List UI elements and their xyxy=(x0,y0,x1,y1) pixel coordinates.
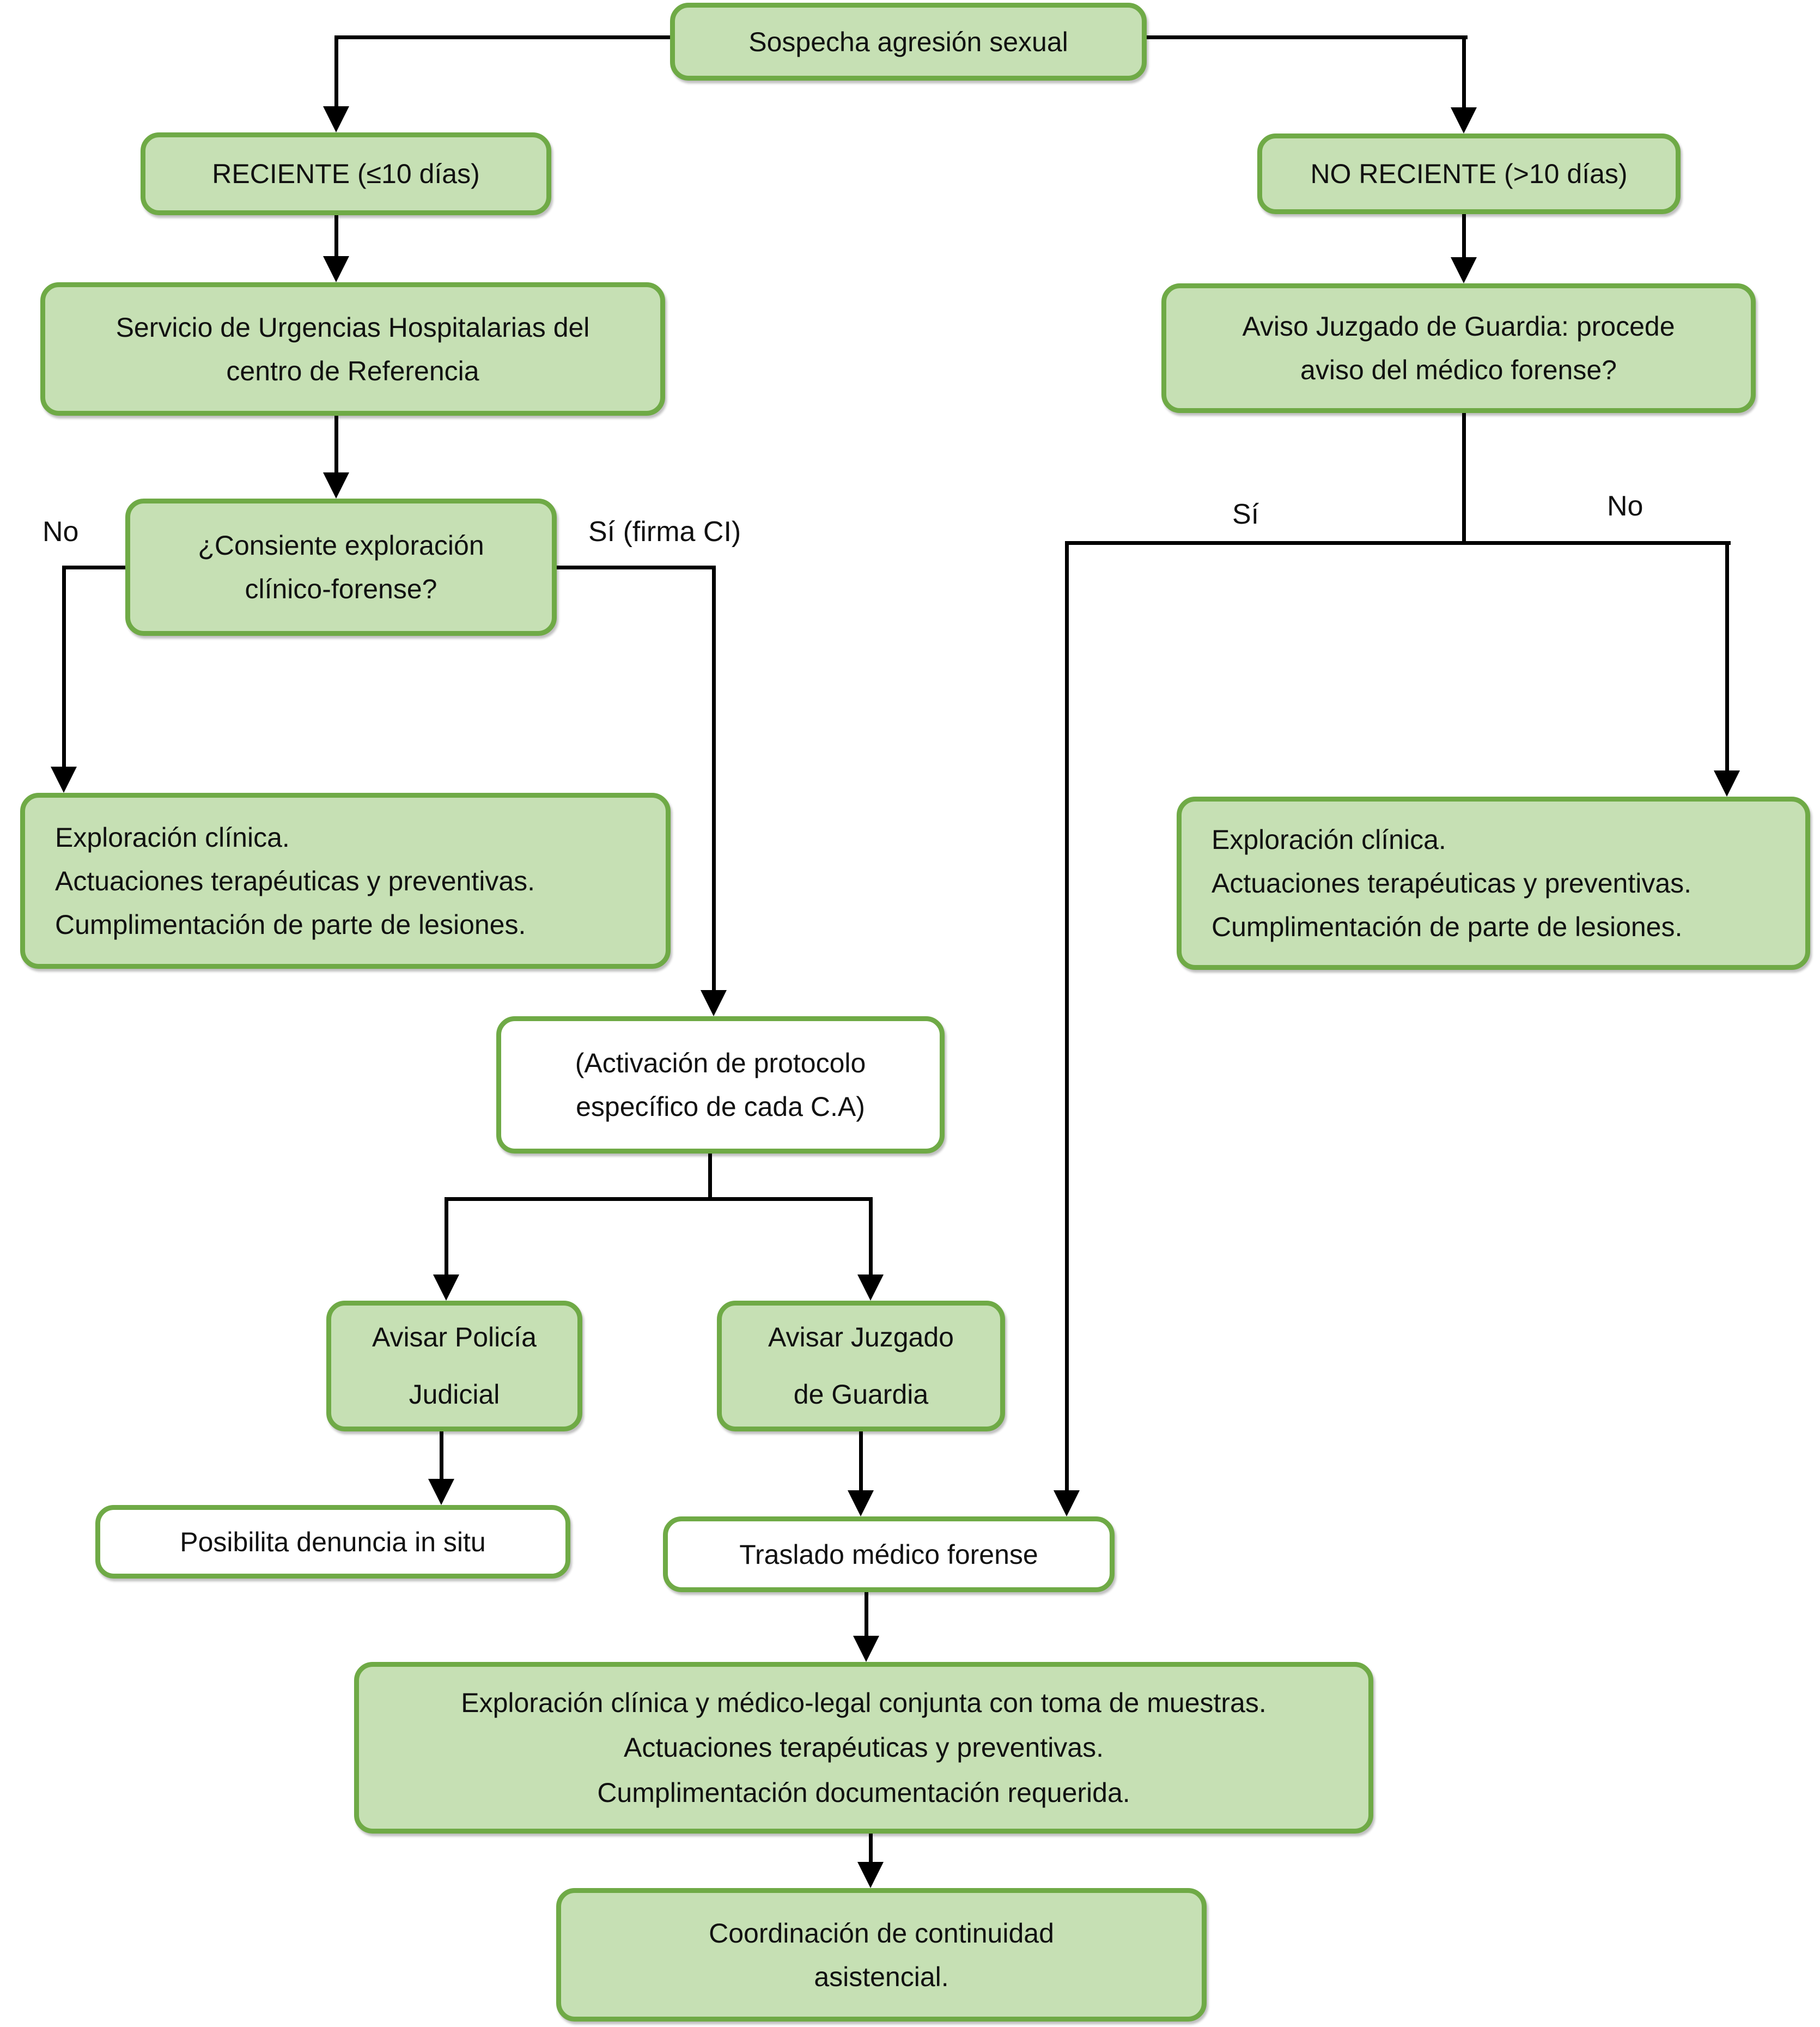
edge-label-forense-no: No xyxy=(1607,490,1644,522)
node-posibilita-denuncia: Posibilita denuncia in situ xyxy=(95,1505,570,1579)
connector-line xyxy=(869,1834,873,1866)
arrow-down-icon xyxy=(857,1862,884,1888)
connector-line xyxy=(1146,35,1468,39)
arrow-down-icon xyxy=(1054,1490,1080,1516)
connector-line xyxy=(334,35,338,112)
node-exploracion-clinica-derecha: Exploración clínica. Actuaciones terapéu… xyxy=(1177,797,1810,970)
connector-line xyxy=(1065,541,1731,545)
arrow-down-icon xyxy=(428,1479,454,1505)
connector-line xyxy=(708,1154,712,1201)
arrow-down-icon xyxy=(433,1275,459,1301)
connector-line xyxy=(1065,541,1069,1495)
arrow-down-icon xyxy=(323,472,349,499)
connector-line xyxy=(336,35,672,39)
connector-line xyxy=(869,1197,873,1279)
connector-line xyxy=(440,1431,443,1483)
connector-line xyxy=(445,1197,448,1279)
edge-label-consent-yes: Sí (firma CI) xyxy=(588,516,741,548)
connector-line xyxy=(64,566,126,569)
edge-label-consent-no: No xyxy=(42,516,79,548)
connector-line xyxy=(557,566,715,569)
node-reciente: RECIENTE (≤10 días) xyxy=(141,132,551,215)
node-exploracion-conjunta: Exploración clínica y médico-legal conju… xyxy=(354,1662,1373,1834)
node-activacion-protocolo: (Activación de protocolo específico de c… xyxy=(496,1016,945,1154)
connector-line xyxy=(334,215,338,262)
node-servicio-urgencias: Servicio de Urgencias Hospitalarias del … xyxy=(40,282,665,416)
connector-line xyxy=(859,1431,863,1495)
edge-label-forense-si: Sí xyxy=(1232,499,1259,530)
connector-line xyxy=(334,416,338,477)
arrow-down-icon xyxy=(857,1275,884,1301)
node-aviso-juzgado-guardia: Aviso Juzgado de Guardia: procede aviso … xyxy=(1161,283,1756,413)
node-consiente-exploracion: ¿Consiente exploración clínico-forense? xyxy=(125,499,557,636)
arrow-down-icon xyxy=(1714,770,1740,797)
node-avisar-policia: Avisar Policía Judicial xyxy=(326,1301,582,1431)
arrow-down-icon xyxy=(1451,107,1477,133)
connector-line xyxy=(1462,413,1466,545)
node-sospecha-agresion: Sospecha agresión sexual xyxy=(670,3,1147,81)
node-avisar-juzgado: Avisar Juzgado de Guardia xyxy=(717,1301,1005,1431)
connector-line xyxy=(445,1197,872,1201)
node-traslado-medico-forense: Traslado médico forense xyxy=(663,1516,1115,1592)
arrow-down-icon xyxy=(323,256,349,282)
connector-line xyxy=(1725,541,1729,775)
arrow-down-icon xyxy=(701,990,727,1016)
connector-line xyxy=(1462,35,1466,112)
arrow-down-icon xyxy=(853,1636,879,1662)
node-coordinacion-continuidad: Coordinación de continuidad asistencial. xyxy=(556,1888,1207,2022)
connector-line xyxy=(712,566,716,994)
arrow-down-icon xyxy=(51,767,77,793)
arrow-down-icon xyxy=(323,106,349,132)
arrow-down-icon xyxy=(1451,257,1477,283)
connector-line xyxy=(62,566,66,771)
node-exploracion-clinica-izquierda: Exploración clínica. Actuaciones terapéu… xyxy=(20,793,671,969)
arrow-down-icon xyxy=(848,1490,874,1516)
node-no-reciente: NO RECIENTE (>10 días) xyxy=(1257,133,1681,214)
connector-line xyxy=(865,1592,868,1640)
connector-line xyxy=(1462,214,1466,262)
